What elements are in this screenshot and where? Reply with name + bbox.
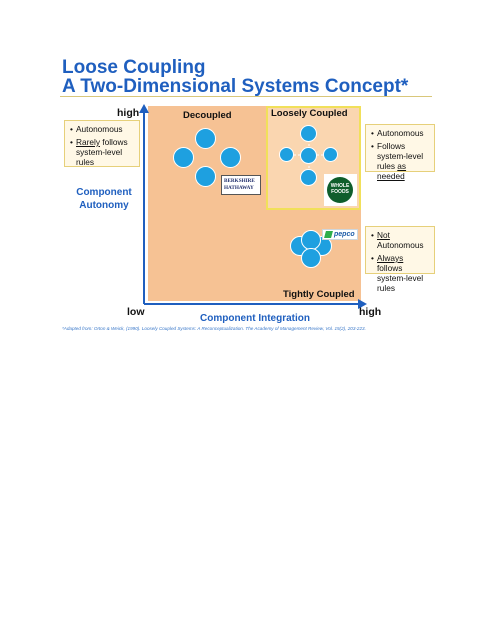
note-tightly-coupled: Not Autonomous Always follows system-lev… bbox=[365, 226, 435, 293]
note-item: Always follows system-level rules bbox=[371, 253, 430, 293]
decoupled-node bbox=[173, 147, 194, 168]
pepco-wordmark: pepco bbox=[334, 231, 355, 238]
x-axis-line bbox=[144, 303, 360, 305]
note-underline: Not bbox=[377, 230, 390, 240]
note-text: Autonomous bbox=[76, 124, 123, 134]
note-underline: as needed bbox=[377, 161, 407, 181]
whole-foods-line-2: FOODS bbox=[331, 189, 349, 195]
x-axis-high: high bbox=[359, 306, 382, 318]
pepco-logo: pepco bbox=[322, 229, 358, 240]
note-item: Not Autonomous bbox=[371, 230, 430, 250]
note-item: Autonomous bbox=[70, 124, 135, 134]
note-text: Autonomous bbox=[377, 128, 424, 138]
note-item: Autonomous bbox=[371, 128, 430, 138]
note-decoupled: Autonomous Rarely follows system-level r… bbox=[64, 120, 140, 167]
decoupled-label: Decoupled bbox=[183, 110, 232, 121]
y-axis-high: high bbox=[117, 107, 140, 119]
berkshire-hathaway-logo: BERKSHIRE HATHAWAY bbox=[221, 175, 261, 195]
title-underline bbox=[60, 96, 432, 97]
note-item: Follows system-level rules as needed bbox=[371, 141, 430, 181]
note-loosely-coupled: Autonomous Follows system-level rules as… bbox=[365, 124, 435, 181]
berkshire-line-2: HATHAWAY bbox=[224, 185, 254, 191]
note-text: Follows system-level rules bbox=[377, 141, 424, 171]
title-line-2: A Two-Dimensional Systems Concept* bbox=[62, 76, 409, 97]
note-text: follows system-level rules bbox=[377, 263, 424, 293]
loose-node bbox=[279, 147, 294, 162]
x-axis-label: Component Integration bbox=[200, 313, 310, 324]
tight-node bbox=[301, 230, 321, 250]
decoupled-node bbox=[195, 128, 216, 149]
loose-node bbox=[300, 147, 317, 164]
tight-node bbox=[301, 248, 321, 268]
note-underline: Rarely bbox=[76, 137, 100, 147]
citation-footnote: *Adapted from: Orton & Weick, (1990). Lo… bbox=[62, 326, 366, 331]
loosely-coupled-label: Loosely Coupled bbox=[271, 108, 348, 119]
y-axis-line bbox=[143, 112, 145, 304]
loose-node bbox=[300, 169, 317, 186]
berkshire-line-1: BERKSHIRE bbox=[224, 178, 255, 184]
pepco-mark-icon bbox=[324, 231, 333, 238]
whole-foods-logo: WHOLE FOODS bbox=[324, 174, 357, 206]
note-text: Autonomous bbox=[377, 240, 424, 250]
loose-node bbox=[300, 125, 317, 142]
decoupled-node bbox=[220, 147, 241, 168]
whole-foods-line-1: WHOLE bbox=[330, 183, 350, 189]
x-axis-low: low bbox=[127, 306, 145, 318]
whole-foods-badge: WHOLE FOODS bbox=[327, 177, 353, 203]
tightly-coupled-label: Tightly Coupled bbox=[283, 289, 355, 300]
y-axis-label: Component Autonomy bbox=[76, 187, 132, 211]
loose-node bbox=[323, 147, 338, 162]
decoupled-node bbox=[195, 166, 216, 187]
note-underline: Always bbox=[377, 253, 404, 263]
y-axis-arrow-icon bbox=[139, 104, 149, 113]
note-text: follows system-level rules bbox=[76, 137, 128, 167]
note-item: Rarely follows system-level rules bbox=[70, 137, 135, 167]
x-axis-arrow-icon bbox=[358, 299, 367, 309]
title-line-1: Loose Coupling bbox=[62, 57, 206, 78]
